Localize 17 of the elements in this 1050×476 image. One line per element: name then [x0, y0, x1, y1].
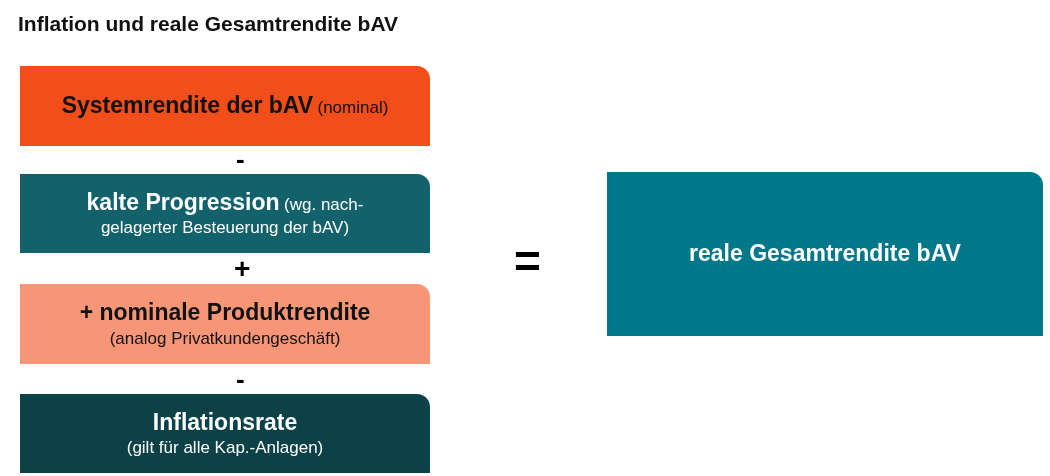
box-text: kalte Progression (wg. nach- gelagerter Besteuerung der bAV)	[85, 187, 365, 240]
box-heading: + nominale Produktrendite	[79, 298, 371, 328]
minus-sign: -	[236, 366, 245, 392]
box-note: (gilt für alle Kap.-Anlagen)	[126, 437, 324, 460]
box-note: (analog Privatkundengeschäft)	[109, 327, 341, 350]
box-heading: reale Gesamtrendite bAV	[689, 239, 961, 269]
return-box	[20, 284, 430, 364]
progression-box	[20, 174, 430, 253]
minus-sign: -	[236, 146, 245, 172]
box-text: Systemrendite der bAV (nominal)	[61, 91, 389, 121]
diagram-title: Inflation und reale Gesamtrendite bAV	[18, 12, 398, 36]
plus-sign: +	[234, 255, 251, 283]
inflation-box	[20, 394, 430, 473]
equals-sign: =	[514, 238, 541, 284]
result-box	[607, 172, 1043, 336]
return-box	[20, 66, 430, 146]
box-heading: Inflationsrate	[152, 407, 298, 437]
